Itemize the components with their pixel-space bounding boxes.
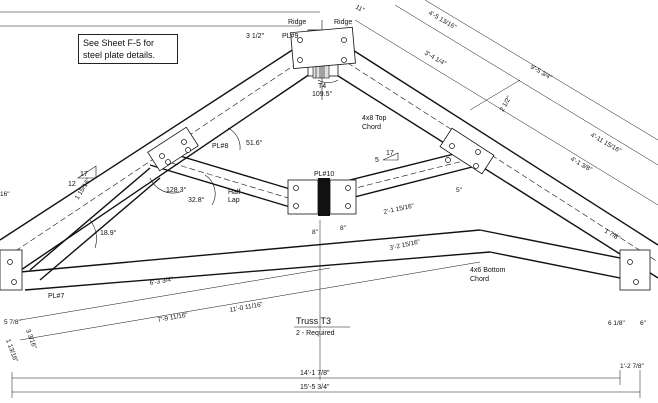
dim-3-4-1-4: 3'-4 1/4" [423,50,448,68]
plate-pl9 [290,26,356,69]
angle-arc-328 [204,174,216,206]
dim-2-1-15-16: 2'-1 15/16" [383,203,415,216]
dim-1-15-16: 1 15/16" [74,176,93,201]
dim-1-13-16: 1 13/16" [4,338,19,364]
dim-5: 5" [456,187,463,194]
bottom-chord [19,229,641,291]
plate-right-upper [439,127,495,175]
plate-pl7 [0,249,23,291]
right-top-chord [334,44,658,279]
angle-328-label: 32.8° [188,196,205,204]
dim-lines-bottom [11,220,641,398]
dim-6: 6" [640,320,647,327]
angle-189-label: 18.9° [100,229,117,237]
angle-arc-1283 [149,177,181,194]
angle-arc-516 [227,127,241,151]
angle-top-label: 109.5° [312,90,333,98]
angle-arc-top [317,79,339,83]
pitch-right-vertical: 5 [375,157,379,164]
dim-15-5-3-4: 15'-5 3/4" [300,384,330,391]
top-chord-label-2: Chord [362,124,381,131]
t4-label: T4 [318,83,326,90]
steel-plate-note: See Sheet F-5 for steel plate details. [78,34,178,64]
dim-4-11-15-16: 4'-11 15/16" [589,132,623,155]
dim-8b: 8" [340,225,347,232]
dim-3-3-16: 3 3/16" [24,328,38,350]
dim-6-1-8: 6 1/8" [608,320,625,327]
dim-14-1-7-8: 14'-1 7/8" [300,370,330,377]
dim-4-5-13-16: 4'-5 13/16" [427,10,458,32]
pitch-right [382,152,399,161]
ridge-label-2: Ridge [334,19,352,26]
dim-3-2-15-16: 3'-2 15/16" [389,239,421,252]
truss-quantity: 2 - Required [296,330,335,337]
dim-8a: 8" [312,229,319,236]
dim-2-half: 2 1/2" [499,94,514,113]
pitch-left-vertical: 12 [68,181,76,188]
bottom-chord-label-2: Chord [470,276,489,283]
plate-right-heel [619,249,651,291]
pl9-label: PL#9 [282,33,298,40]
dim-11: 11" [354,4,366,15]
angle-1283-label: 128.3° [166,186,187,194]
ridge-label-1: Ridge [288,19,306,26]
half-lap-label: Half [228,189,241,196]
dim-5-7-8: 5 7/8" [4,319,21,326]
bottom-chord-label: 4x6 Bottom [470,267,506,274]
truss-title: Truss T3 [296,316,331,326]
half-lap-label-2: Lap [228,197,240,204]
pl7-label: PL#7 [48,293,64,300]
pl8-label: PL#8 [212,143,228,150]
plate-pl10 [287,178,357,216]
dim-9-5-3-4: 9'-5 3/4" [529,64,554,82]
left-web [29,167,161,281]
note-line-1: See Sheet F-5 for [83,38,155,48]
dim-lines-top-right [354,0,658,206]
top-chord-label: 4x8 Top [362,115,386,122]
pitch-right-horizontal: 17 [386,150,394,157]
dim-1-2-7-8: 1'-2 7/8" [620,363,644,370]
dim-1-7-8: 1 7/8" [603,228,622,243]
angle-516-label: 51.6° [246,139,263,147]
dim-11-0-11-16: 11'-0 11/16" [229,301,264,314]
dim-3-half: 3 1/2" [246,33,265,40]
note-line-2: steel plate details. [83,50,156,60]
dim-7-9-11-16: 7'-9 11/16" [157,312,189,324]
dim-16: 16" [0,191,10,198]
pitch-left-horizontal: 17 [80,171,88,178]
right-strut [329,149,481,203]
dim-6-3-3-4: 6'-3 3/4" [149,276,174,287]
plate-pl8 [147,126,199,172]
pl10-label: PL#10 [314,171,334,178]
pitch-left [77,165,97,179]
